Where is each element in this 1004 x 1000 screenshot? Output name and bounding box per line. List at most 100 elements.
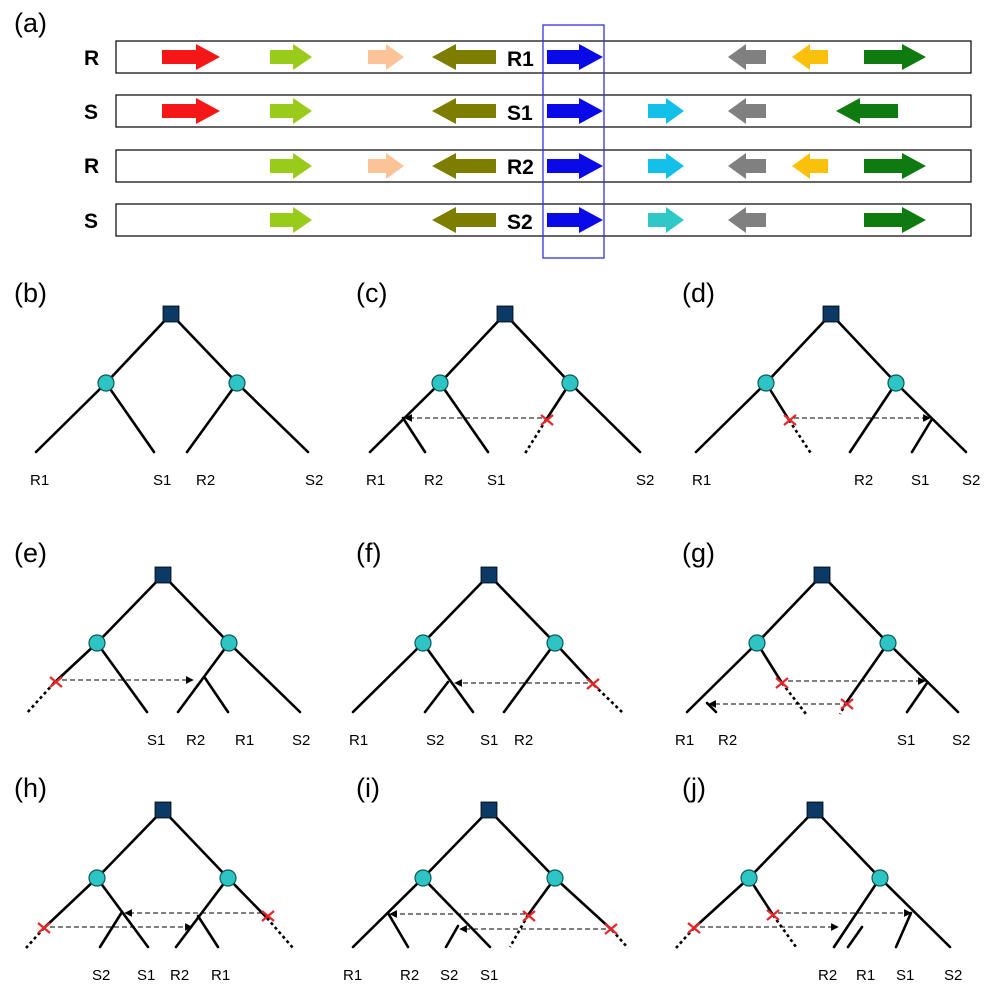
leaf-label: S1: [137, 967, 155, 984]
loss-cross: [37, 922, 51, 934]
gene-arrow-r4-5: [728, 207, 766, 233]
gene-arrow-r4-2: [432, 207, 496, 233]
gene-arrows: [162, 44, 926, 233]
speciation-node: [97, 374, 115, 392]
leaf-label: R2: [196, 472, 215, 489]
tree-branch: [846, 925, 864, 949]
loss-cross: [604, 923, 618, 935]
speciation-node: [414, 869, 432, 887]
gene-arrow-r1-4: [432, 44, 496, 70]
leaf-label: R2: [854, 472, 873, 489]
gene-arrow-r2-4: [547, 98, 603, 124]
leaf-label: R1: [30, 472, 49, 489]
leaf-label: R2: [718, 732, 737, 749]
gene-arrow-r2-2: [270, 98, 312, 124]
gene-arrow-r1-5: [547, 44, 603, 70]
tree-branch: [503, 312, 572, 385]
leaf-label: R1: [692, 472, 711, 489]
tree-branch: [878, 876, 952, 949]
tree-branch: [95, 641, 149, 714]
panel-label: (b): [14, 278, 47, 308]
leaf-label: S2: [440, 967, 458, 984]
tree-branch: [196, 914, 220, 949]
loss-cross: [775, 677, 789, 689]
tree-branch: [886, 641, 960, 714]
lost-branch: [25, 682, 55, 715]
tree-branch: [226, 876, 269, 920]
speciation-node: [431, 374, 449, 392]
root-node: [813, 566, 831, 584]
tree-branch: [553, 876, 614, 932]
gene-label-1: R1: [507, 48, 534, 71]
loss-cross: [840, 698, 854, 710]
leaf-label: S1: [896, 967, 914, 984]
root-node: [480, 801, 498, 819]
leaf-label: S1: [911, 472, 929, 489]
tree-branch: [568, 381, 642, 454]
lost-branch: [611, 929, 629, 949]
leaf-label: R1: [675, 732, 694, 749]
lost-branch: [522, 419, 548, 456]
loss-cross: [687, 922, 701, 934]
gene-label-4: S2: [507, 211, 533, 234]
tree-branch: [42, 876, 99, 930]
tree-branch: [34, 381, 108, 454]
leaf-label: S2: [305, 472, 323, 489]
tree-branch: [421, 808, 491, 880]
tree-branch: [169, 312, 239, 385]
gene-arrow-r1-6: [728, 44, 766, 70]
root-node: [154, 566, 172, 584]
gene-arrow-r3-4: [547, 153, 603, 179]
tree-branch: [848, 381, 898, 454]
lost-branch: [787, 419, 814, 456]
gene-arrow-r2-7: [836, 98, 898, 124]
speciation-node: [561, 374, 579, 392]
gene-label-3: R2: [507, 156, 534, 179]
panel-label: (i): [356, 773, 380, 803]
lost-branch: [593, 684, 625, 715]
leaf-label: S2: [962, 472, 980, 489]
gene-arrow-r3-7: [792, 153, 828, 179]
panel-label: (h): [14, 773, 47, 803]
leaf-label: R2: [818, 967, 837, 984]
gene-arrow-r4-6: [864, 207, 926, 233]
tree-branch: [755, 573, 824, 645]
speciation-node: [228, 374, 246, 392]
tree-branch: [764, 312, 833, 385]
species-label-3: R: [84, 155, 99, 178]
panel-label: (f): [356, 538, 381, 568]
loss-cross: [540, 414, 554, 426]
tree-branch: [813, 808, 882, 880]
lost-branch: [675, 927, 695, 949]
tree-branch: [438, 312, 507, 385]
leaf-label: S1: [480, 967, 498, 984]
speciation-node: [88, 869, 106, 887]
tree-branch: [176, 641, 231, 714]
gene-label-2: S1: [507, 102, 533, 125]
leaf-label: R2: [424, 472, 443, 489]
tree-branch: [185, 381, 239, 454]
tree-branch: [421, 573, 491, 645]
tree-branch: [438, 381, 490, 454]
lost-branch: [771, 914, 798, 948]
tree-branch: [227, 641, 302, 714]
panel-label: (e): [14, 538, 47, 568]
gene-arrow-r1-3: [368, 44, 404, 70]
panel-label: (d): [682, 278, 715, 308]
tree-branch: [502, 641, 557, 714]
root-node: [154, 801, 172, 819]
leaf-label: S2: [92, 967, 110, 984]
tree-branch: [161, 808, 230, 880]
leaf-label: R2: [400, 967, 419, 984]
gene-arrow-r3-5: [648, 153, 684, 179]
gene-arrow-r4-4: [648, 207, 684, 233]
tree-branch: [694, 381, 768, 454]
tree-branch: [203, 676, 230, 714]
speciation-node: [887, 374, 905, 392]
